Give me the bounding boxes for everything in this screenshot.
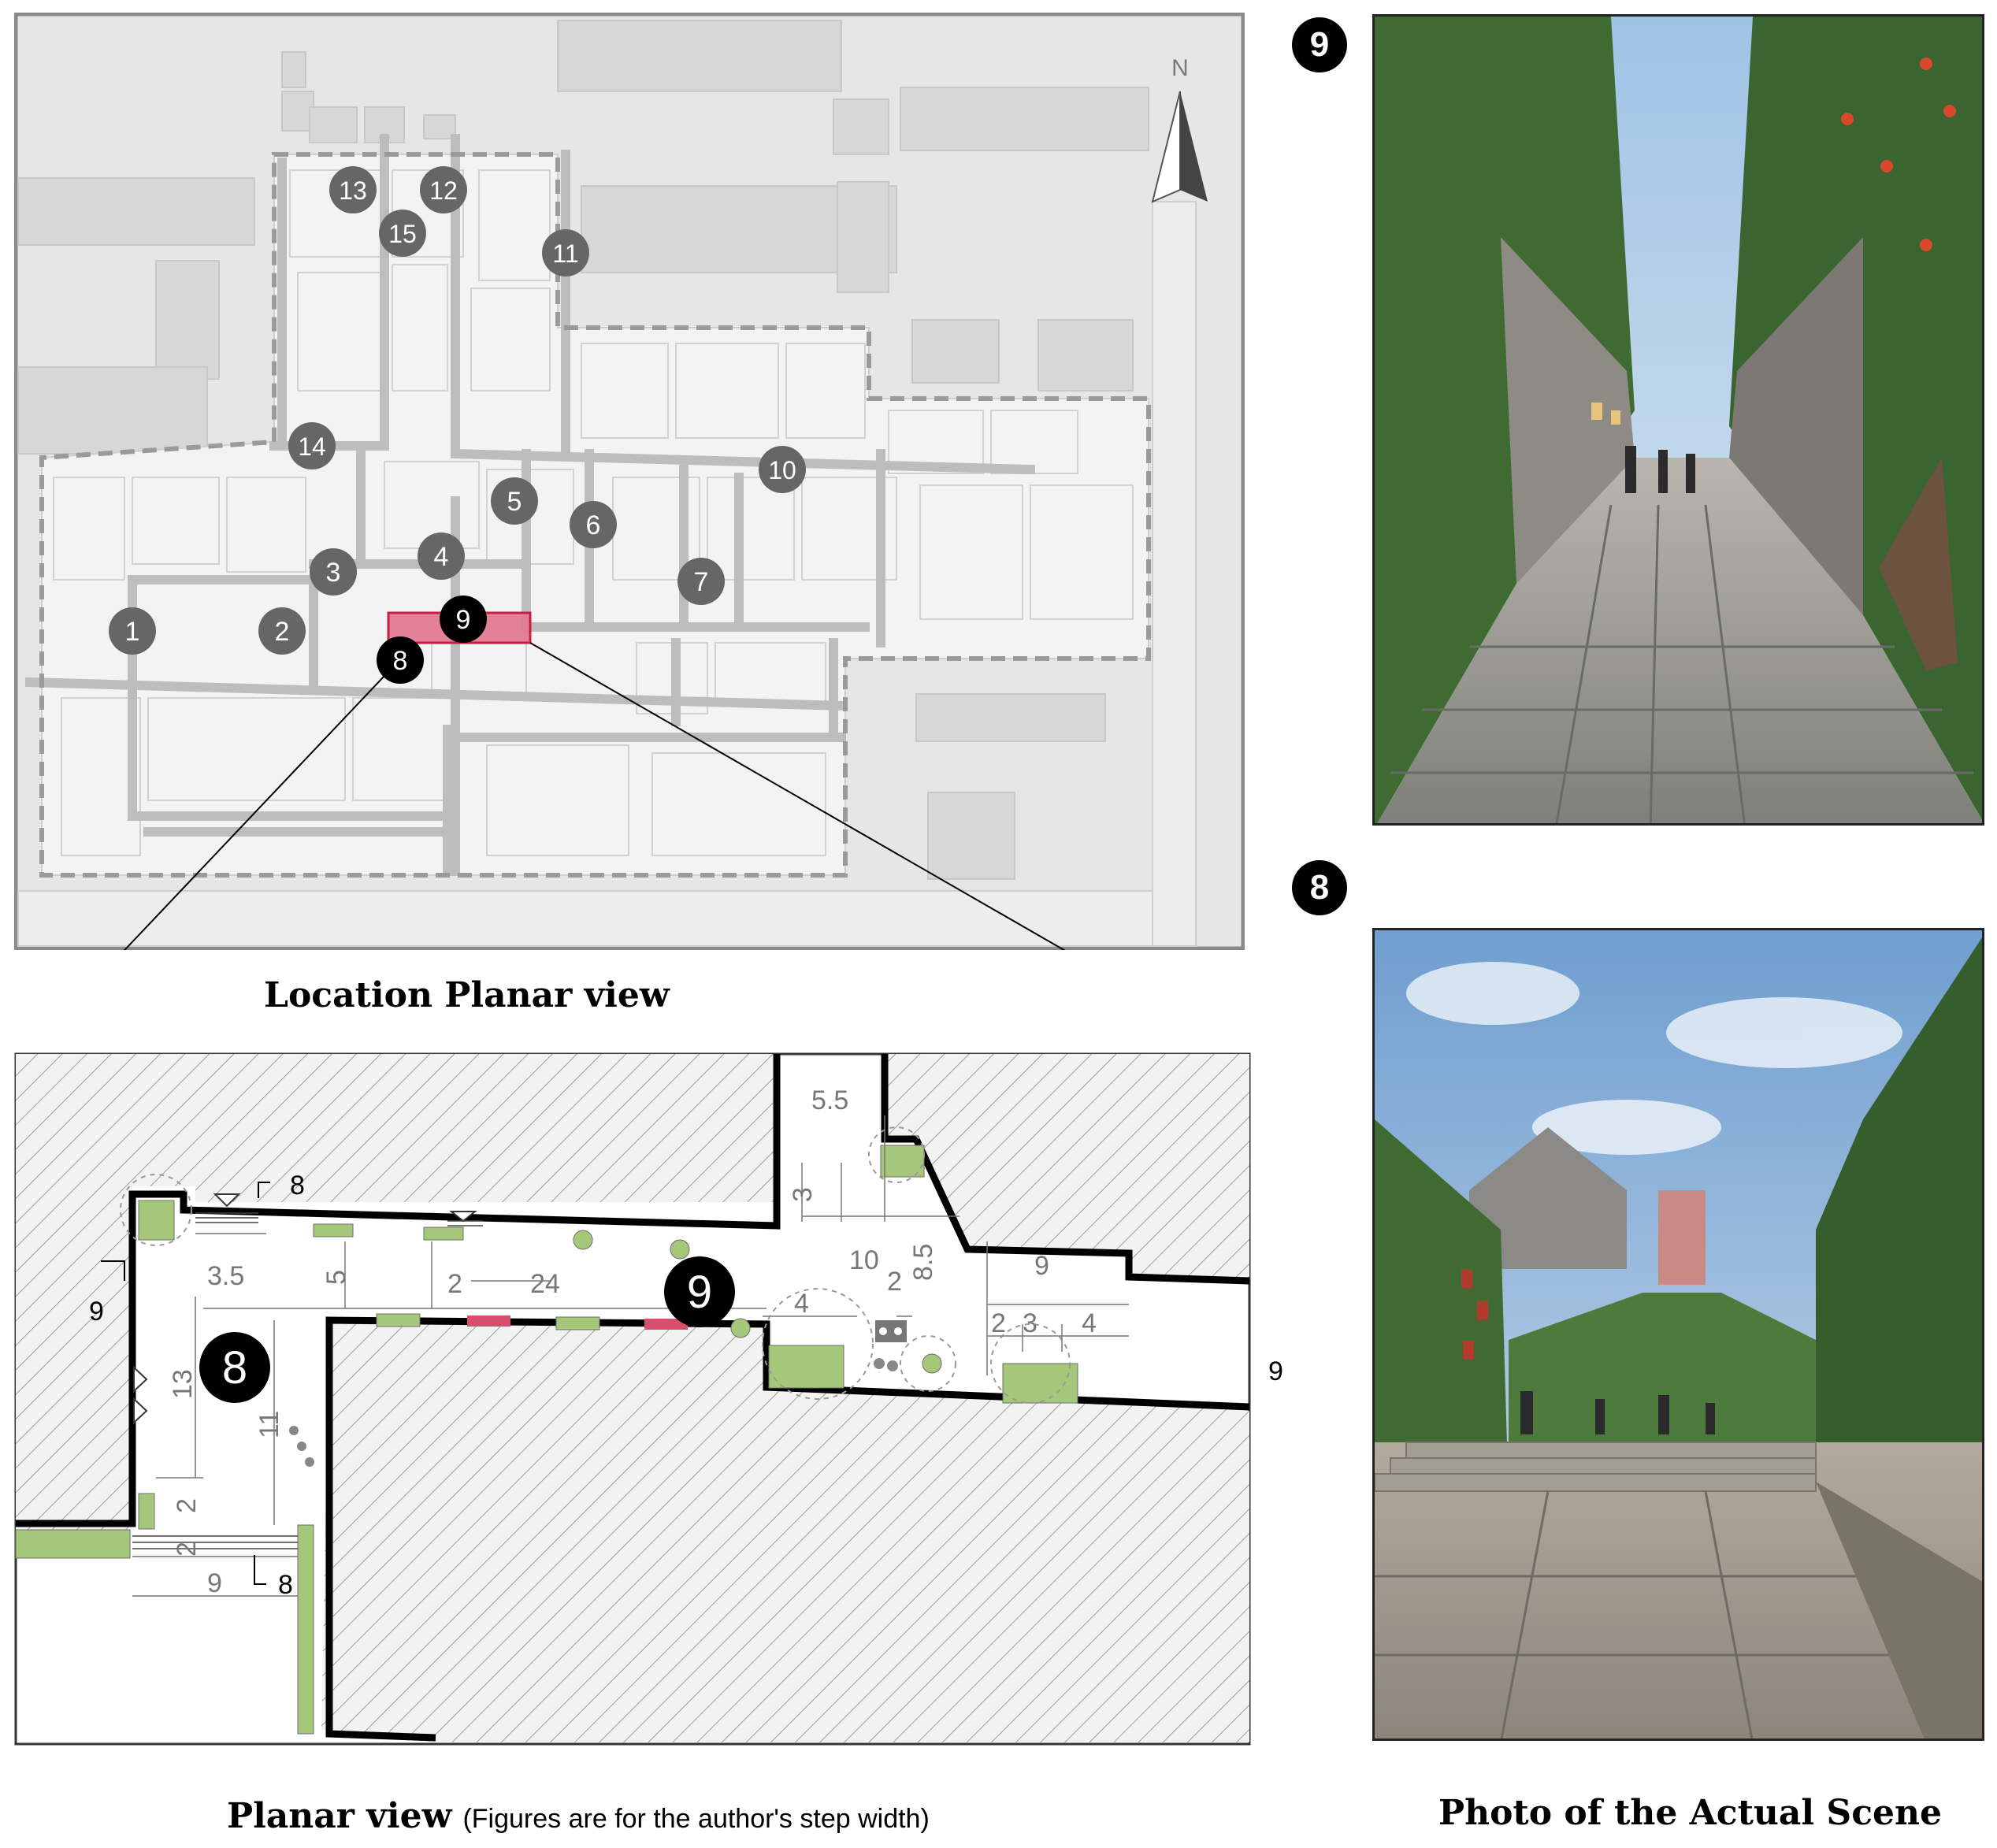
planar-view-caption: Planar view (Figures are for the author's… (227, 1796, 930, 1836)
svg-text:24: 24 (530, 1269, 560, 1299)
district-boundary (39, 152, 1151, 878)
svg-text:8.5: 8.5 (908, 1244, 938, 1281)
seat-dots (289, 1358, 898, 1467)
svg-text:2: 2 (991, 1308, 1006, 1338)
zoom-line-left (123, 675, 385, 950)
svg-text:11: 11 (552, 239, 578, 268)
planar-view-drawing: 5.5 3 10 8.5 9 3.5 5 2 24 4 2 2 3 4 13 1… (14, 1052, 1251, 1746)
svg-text:4: 4 (434, 542, 449, 572)
marker-10[interactable]: 10 (759, 446, 806, 493)
marker-4[interactable]: 4 (418, 533, 465, 580)
location-markers: 1 2 3 4 5 6 7 8 9 10 11 12 13 14 15 (109, 166, 806, 684)
location-map: N 1 2 3 4 5 6 7 8 9 10 11 12 13 14 15 (14, 13, 1245, 950)
marker-3[interactable]: 3 (310, 548, 357, 596)
svg-text:1: 1 (125, 617, 140, 647)
svg-text:14: 14 (298, 432, 326, 461)
alley-network (24, 134, 1036, 876)
hatch-top-left (16, 1054, 777, 1541)
trees (573, 1230, 942, 1374)
marker-1[interactable]: 1 (109, 607, 156, 655)
svg-text:9: 9 (456, 605, 471, 635)
marker-11[interactable]: 11 (542, 229, 589, 276)
svg-text:7: 7 (694, 567, 709, 597)
svg-text:3: 3 (788, 1187, 818, 1202)
svg-text:4: 4 (794, 1289, 809, 1319)
svg-text:9: 9 (207, 1568, 222, 1598)
marker-5[interactable]: 5 (491, 477, 538, 525)
svg-text:3.5: 3.5 (207, 1261, 244, 1291)
canopy-outlines (120, 1126, 1071, 1404)
svg-text:9: 9 (1034, 1251, 1049, 1281)
fixture-dot (879, 1327, 887, 1335)
section-label-9-right: 9 (1268, 1356, 1283, 1386)
svg-text:10: 10 (849, 1245, 879, 1275)
section-cuts: 8 9 8 (89, 1171, 305, 1600)
planar-view-title: Planar view (227, 1796, 452, 1836)
svg-text:15: 15 (388, 220, 417, 248)
svg-text:3: 3 (1023, 1308, 1037, 1338)
dimension-lines (132, 1115, 1129, 1597)
dimension-labels: 5.5 3 10 8.5 9 3.5 5 2 24 4 2 2 3 4 13 1… (168, 1085, 1097, 1598)
svg-text:2: 2 (275, 617, 290, 647)
marker-7[interactable]: 7 (677, 558, 725, 605)
svg-text:11: 11 (254, 1411, 284, 1438)
svg-text:5: 5 (507, 487, 522, 517)
hatch-bottom (321, 1320, 1249, 1742)
red-benches (467, 1315, 688, 1330)
svg-text:4: 4 (1082, 1308, 1097, 1338)
photo-badge-8: 8 (1292, 860, 1347, 915)
svg-text:9: 9 (687, 1267, 712, 1318)
svg-text:8: 8 (393, 646, 408, 676)
svg-text:6: 6 (586, 510, 601, 540)
svg-text:5: 5 (321, 1270, 351, 1285)
photo-badge-9: 9 (1292, 17, 1347, 72)
planar-view-note: (Figures are for the author's step width… (462, 1804, 930, 1834)
marker-15[interactable]: 15 (379, 210, 426, 257)
svg-text:9: 9 (89, 1297, 104, 1327)
svg-text:N: N (1171, 55, 1189, 81)
svg-text:13: 13 (339, 176, 367, 205)
marker-12[interactable]: 12 (420, 166, 467, 213)
surrounding-buildings (17, 20, 1149, 880)
svg-text:10: 10 (768, 456, 796, 484)
marker-6[interactable]: 6 (570, 501, 617, 548)
svg-text:5.5: 5.5 (811, 1085, 848, 1115)
svg-text:13: 13 (168, 1369, 198, 1399)
marker-14[interactable]: 14 (288, 422, 336, 469)
svg-text:3: 3 (326, 558, 341, 588)
svg-text:2: 2 (887, 1267, 902, 1297)
photo-illustration (1375, 17, 1982, 823)
marker-8[interactable]: 8 (377, 636, 424, 684)
svg-text:12: 12 (429, 176, 458, 205)
zoom-line-right (529, 642, 1066, 950)
svg-text:8: 8 (290, 1171, 305, 1200)
hatch-top-right (885, 1054, 1249, 1277)
stairs (132, 1212, 483, 1549)
marker-2[interactable]: 2 (258, 607, 306, 655)
fixture-dot (894, 1327, 902, 1335)
photos-caption: Photo of the Actual Scene (1438, 1793, 1942, 1833)
planting-beds (15, 1145, 1078, 1735)
svg-text:2: 2 (172, 1542, 202, 1557)
door-icons (133, 1193, 477, 1425)
photo-scene-9 (1372, 14, 1984, 826)
svg-text:8: 8 (222, 1342, 247, 1393)
marker-9[interactable]: 9 (440, 596, 487, 643)
photo-scene-8 (1372, 928, 1984, 1741)
location-view-caption: Location Planar view (264, 975, 670, 1015)
svg-text:8: 8 (278, 1570, 293, 1600)
svg-text:2: 2 (172, 1498, 202, 1513)
planar-marker-9[interactable]: 9 (664, 1256, 735, 1327)
marker-13[interactable]: 13 (329, 166, 377, 213)
planar-marker-8[interactable]: 8 (199, 1332, 270, 1403)
svg-text:2: 2 (447, 1269, 462, 1299)
photo-illustration (1375, 930, 1982, 1739)
north-arrow-icon: N (1151, 55, 1208, 203)
